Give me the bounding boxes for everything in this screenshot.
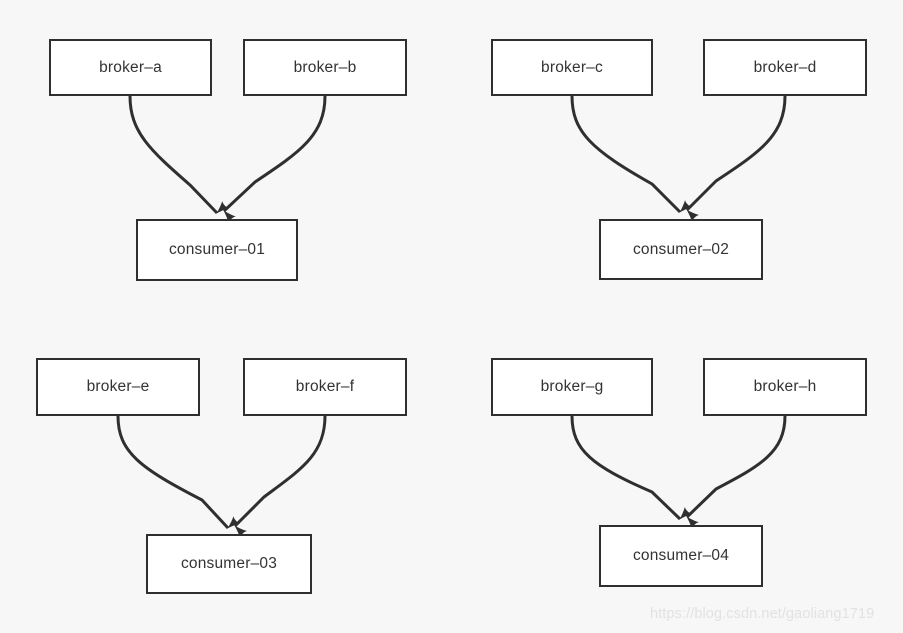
edge-edge-a-01 (128, 95, 230, 215)
edge-edge-g-04 (570, 415, 692, 521)
node-label: broker–f (295, 378, 355, 396)
edge-edge-b-01 (222, 95, 327, 224)
node-label: consumer–02 (632, 240, 730, 258)
node-label: broker–h (753, 378, 817, 396)
node-label: consumer–04 (632, 547, 730, 565)
node-consumer-03[interactable]: consumer–03 (146, 534, 312, 594)
node-consumer-01[interactable]: consumer–01 (136, 219, 298, 281)
edge-edge-f-03 (233, 415, 327, 539)
node-label: broker–c (541, 58, 603, 76)
edge-edge-e-03 (116, 415, 241, 530)
node-label: broker–a (99, 58, 162, 76)
node-label: broker–d (753, 58, 817, 76)
edge-edge-c-02 (570, 95, 693, 214)
node-broker-h[interactable]: broker–h (703, 358, 867, 416)
node-broker-e[interactable]: broker–e (36, 358, 200, 416)
node-broker-d[interactable]: broker–d (703, 39, 867, 96)
node-label: consumer–01 (168, 241, 266, 259)
node-broker-g[interactable]: broker–g (491, 358, 653, 416)
node-label: consumer–03 (180, 555, 278, 573)
node-label: broker–g (540, 378, 604, 396)
node-broker-b[interactable]: broker–b (243, 39, 407, 96)
node-consumer-04[interactable]: consumer–04 (599, 525, 763, 587)
edge-edge-h-04 (685, 415, 787, 530)
node-consumer-02[interactable]: consumer–02 (599, 219, 763, 280)
node-label: broker–e (86, 378, 150, 396)
node-broker-f[interactable]: broker–f (243, 358, 407, 416)
edge-edge-d-02 (685, 95, 787, 223)
node-broker-a[interactable]: broker–a (49, 39, 212, 96)
node-broker-c[interactable]: broker–c (491, 39, 653, 96)
node-label: broker–b (293, 58, 357, 76)
watermark-text: https://blog.csdn.net/gaoliang1719 (650, 606, 875, 622)
